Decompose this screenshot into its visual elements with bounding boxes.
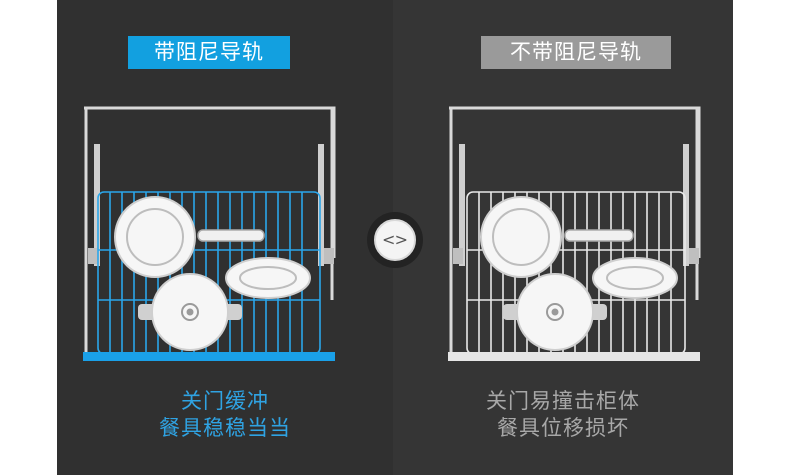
caption-line: 关门易撞击柜体 <box>486 389 640 413</box>
compare-toggle[interactable]: < > <box>367 212 423 268</box>
chevron-right-icon: > <box>394 230 408 249</box>
badge-without-damper: 不带阻尼导轨 <box>481 36 671 69</box>
caption-without-damper: 关门易撞击柜体 餐具位移损坏 <box>393 388 733 442</box>
caption-line: 餐具稳稳当当 <box>159 416 291 440</box>
compare-toggle-knob[interactable]: < > <box>374 219 416 261</box>
caption-line: 餐具位移损坏 <box>497 416 629 440</box>
badge-with-damper: 带阻尼导轨 <box>128 36 290 69</box>
chevron-left-icon: < <box>382 230 396 249</box>
caption-with-damper: 关门缓冲 餐具稳稳当当 <box>57 388 393 442</box>
drawer-rack-icon <box>448 106 701 361</box>
drawer-rack-icon <box>83 106 336 361</box>
caption-line: 关门缓冲 <box>181 389 269 413</box>
